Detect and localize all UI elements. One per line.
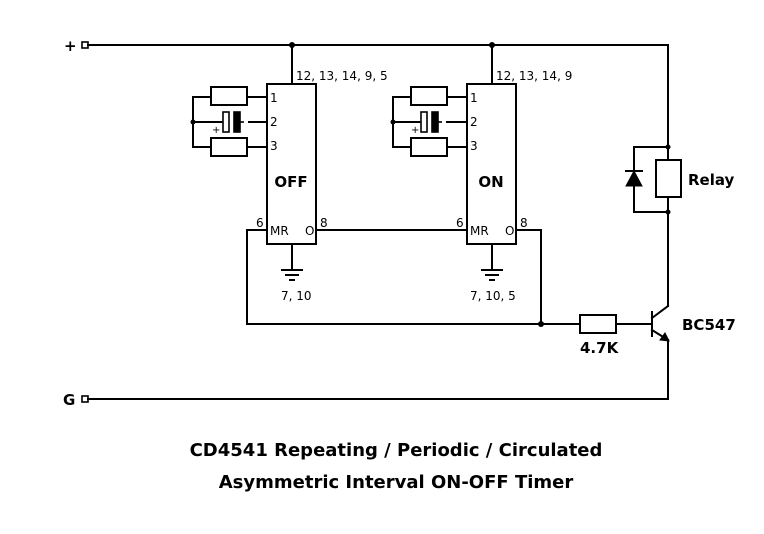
on-ground-symbol [481,269,503,281]
on-ground-pins-label: 7, 10, 5 [470,289,516,303]
on-pin-2-label: 2 [470,115,478,129]
junction-dot [190,119,196,125]
interconnect-wires [246,229,581,327]
transistor-symbol [650,211,670,342]
diagram-title-line-2: Asymmetric Interval ON-OFF Timer [219,472,574,493]
diagram-title-line-1: CD4541 Repeating / Periodic / Circulated [190,440,603,461]
junction-dot [289,42,295,48]
ground-rail: G [63,339,669,409]
on-pin-3-label: 3 [470,139,478,153]
on-pin-8-label: 8 [520,216,528,230]
on-top-pins-label: 12, 13, 14, 9 [496,69,572,83]
on-capacitor [418,110,446,134]
off-chip-label: OFF [274,173,307,191]
junction-dot [538,321,544,327]
off-resistor-top [210,86,248,106]
on-resistor-bottom [410,137,448,157]
positive-terminal-label: + [64,37,77,55]
off-top-pins-label: 12, 13, 14, 9, 5 [296,69,388,83]
on-pin-6-label: 6 [456,216,464,230]
off-ground-symbol [281,269,303,281]
off-pin-8-label: 8 [320,216,328,230]
ground-terminal-label: G [63,391,75,409]
off-timer-section: 12, 13, 14, 9, 5 OFF 1 2 3 6 8 MR O + [190,42,388,303]
on-cap-polarity: + [411,125,419,136]
on-chip [466,83,517,245]
on-pin-1-label: 1 [470,91,478,105]
flyback-diode [625,169,643,187]
relay-section [625,144,682,215]
relay-coil [655,159,682,198]
off-resistor-bottom [210,137,248,157]
relay-label: Relay [688,171,735,189]
off-pin-3-label: 3 [270,139,278,153]
off-pin-6-label: 6 [256,216,264,230]
on-mr-label: MR [470,224,489,238]
junction-dot [489,42,495,48]
off-ground-pins-label: 7, 10 [281,289,312,303]
off-chip [266,83,317,245]
off-pin-1-label: 1 [270,91,278,105]
positive-rail: + [64,37,669,148]
transistor-label: BC547 [682,316,736,334]
off-cap-polarity: + [212,125,220,136]
on-chip-label: ON [478,173,503,191]
on-resistor-top [410,86,448,106]
off-pin-2-label: 2 [270,115,278,129]
on-out-label: O [505,224,514,238]
on-timer-section: 12, 13, 14, 9 ON 1 2 3 6 8 MR O + 7, [390,42,572,303]
off-mr-label: MR [270,224,289,238]
off-out-label: O [305,224,314,238]
base-resistor-label: 4.7K [580,339,620,357]
junction-dot [390,119,396,125]
off-capacitor [220,110,248,134]
base-resistor [579,314,653,334]
